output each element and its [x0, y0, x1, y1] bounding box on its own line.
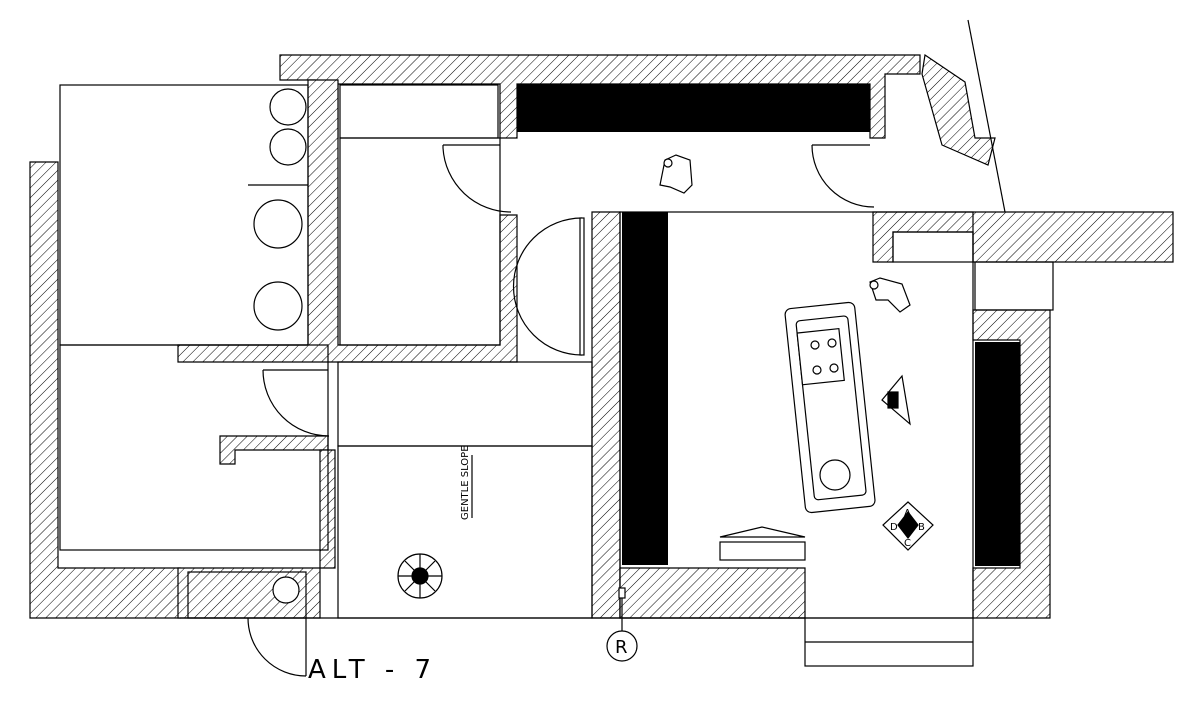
hood — [719, 541, 806, 561]
fixture-circle — [253, 281, 303, 331]
fixture-circle — [269, 88, 307, 126]
door-swing — [442, 145, 512, 213]
wall-kitchen-bottom — [619, 567, 806, 619]
person-icon — [869, 277, 911, 313]
toilet-room — [339, 137, 501, 346]
wall-bath-left — [177, 79, 518, 363]
wall-kitchen-top — [872, 211, 1174, 263]
door-swing — [247, 617, 307, 677]
slope-note: GENTLE SLOPE — [460, 445, 471, 520]
door-swing — [811, 144, 875, 208]
compass-a: A — [904, 508, 911, 519]
fixture-circle — [269, 128, 307, 166]
double-door — [512, 217, 583, 356]
marker-e: E — [892, 397, 898, 408]
counter-left — [622, 212, 668, 565]
compass-c: C — [904, 538, 911, 549]
right-utility — [974, 261, 1054, 311]
kitchen-nook — [892, 231, 974, 263]
drawing-title: ALT - 7 — [308, 655, 437, 685]
storage-box — [339, 84, 499, 139]
wall-angled — [921, 53, 996, 166]
counter-right — [975, 342, 1020, 566]
fixture-circle — [272, 576, 300, 604]
wall-kitchen-left — [591, 211, 621, 619]
hob — [796, 327, 845, 386]
marker-r: R — [615, 637, 628, 658]
kitchen-floor — [619, 211, 974, 619]
counter-top — [517, 84, 870, 132]
door-swing — [262, 369, 330, 437]
compass-d: D — [890, 522, 898, 533]
fixture-circle — [253, 199, 303, 249]
wall-return — [219, 435, 329, 465]
wall-bottom-mid — [177, 449, 336, 619]
passage — [337, 361, 593, 447]
sink-icon — [819, 459, 851, 491]
bedroom-bottom — [59, 344, 329, 551]
compass-b: B — [918, 522, 925, 533]
